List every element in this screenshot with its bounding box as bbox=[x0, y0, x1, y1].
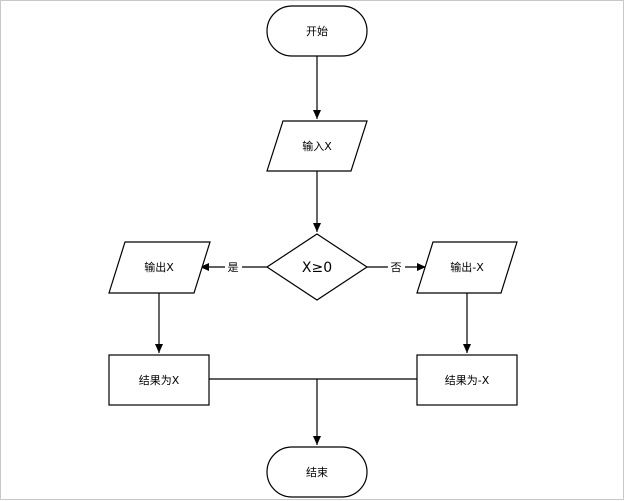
output-right-parallelogram bbox=[416, 241, 518, 294]
node-decision-label: X≥0 bbox=[302, 260, 332, 276]
node-result-right: 结果为-X bbox=[416, 354, 518, 406]
node-decision: X≥0 bbox=[265, 233, 369, 301]
node-output-right-label: 输出-X bbox=[450, 260, 484, 274]
edges bbox=[155, 56, 471, 445]
node-end-label: 结束 bbox=[306, 466, 328, 479]
start-terminator bbox=[266, 5, 368, 57]
decision-diamond bbox=[265, 233, 369, 301]
node-input: 输入X bbox=[266, 120, 368, 172]
node-start: 开始 bbox=[266, 5, 368, 57]
node-output-right: 输出-X bbox=[416, 241, 518, 294]
result-left-box bbox=[108, 354, 210, 406]
input-parallelogram bbox=[266, 120, 368, 172]
edge-label-yes: 是 bbox=[228, 261, 239, 274]
node-result-left: 结果为X bbox=[108, 354, 210, 406]
node-start-label: 开始 bbox=[306, 24, 328, 38]
node-output-left-label: 输出X bbox=[144, 260, 174, 274]
node-result-left-label: 结果为X bbox=[139, 374, 180, 387]
edge-label-bg-no bbox=[388, 258, 405, 275]
node-result-right-label: 结果为-X bbox=[445, 374, 490, 387]
node-end: 结束 bbox=[266, 446, 368, 498]
end-terminator bbox=[266, 446, 368, 498]
node-output-left: 输出X bbox=[108, 241, 211, 294]
edge-label-no: 否 bbox=[391, 261, 402, 274]
result-right-box bbox=[416, 354, 518, 406]
node-input-label: 输入X bbox=[302, 139, 332, 153]
edge-label-bg-yes bbox=[225, 258, 242, 275]
output-left-parallelogram bbox=[108, 241, 211, 294]
